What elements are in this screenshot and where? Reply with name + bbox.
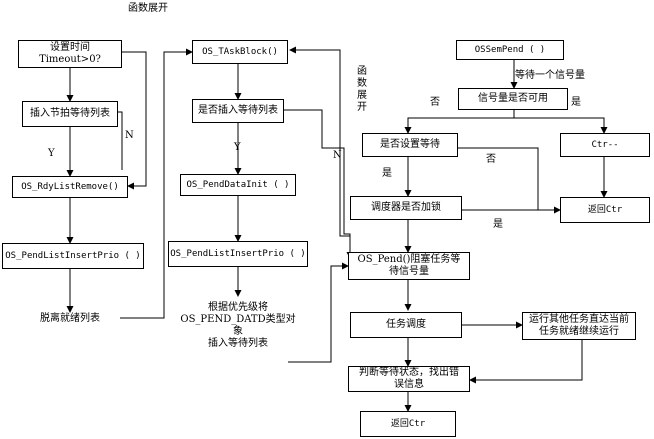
ctr-decrement-box: Ctr-- <box>560 133 650 157</box>
pend-list-insert-box-left: OS_PendListInsertPrio ( ) <box>2 243 144 269</box>
insert-tick-list-box: 插入节拍等待列表 <box>22 101 118 127</box>
no-label-left: N <box>125 130 134 141</box>
no-label-middle: N <box>333 150 342 161</box>
detach-ready-list-label: 脱离就绪列表 <box>40 313 100 324</box>
yes-label-middle: Y <box>234 142 241 153</box>
task-schedule-box: 任务调度 <box>350 312 462 338</box>
run-other-task-box: 运行其他任务直达当前 任务就绪继续运行 <box>522 312 636 340</box>
return-ctr-box-2: 返回Ctr <box>360 411 456 437</box>
rdy-list-remove-box: OS_RdyListRemove() <box>12 176 128 198</box>
task-block-box: OS_TAskBlock() <box>192 40 288 64</box>
pend-list-insert-box-middle: OS_PendListInsertPrio ( ) <box>168 241 308 267</box>
pend-data-init-box: OS_PendDataInit ( ) <box>180 174 296 196</box>
scheduler-locked-box: 调度器是否加锁 <box>350 196 462 220</box>
insert-wait-list-box: 是否插入等待列表 <box>192 99 284 123</box>
wait-semaphore-label: 等待一个信号量 <box>515 70 585 81</box>
function-expand-side-label: 函数展开 <box>357 66 367 113</box>
yes-label-sem: 是 <box>571 97 581 108</box>
no-label-set-wait: 否 <box>486 154 496 165</box>
sem-available-box: 信号量是否可用 <box>458 88 568 110</box>
set-wait-box: 是否设置等待 <box>362 133 458 157</box>
no-label-sem: 否 <box>430 97 440 108</box>
function-expand-top-label: 函数展开 <box>128 3 168 14</box>
judge-wait-status-box: 判断等待状态，找出错 误信息 <box>348 366 470 392</box>
priority-insert-note: 根据优先级将 OS_PEND_DATD类型对象 插入等待列表 <box>180 302 296 349</box>
os-pend-box: OS_Pend()阻塞任务等 待信号量 <box>348 252 470 280</box>
set-timeout-box: 设置时间 Timeout>0? <box>18 40 122 68</box>
return-ctr-box-1: 返回Ctr <box>560 197 650 223</box>
sem-pend-box: OSSemPend ( ) <box>456 40 564 60</box>
yes-label-set-wait: 是 <box>382 168 392 179</box>
yes-label-left: Y <box>48 148 55 159</box>
yes-label-sched: 是 <box>493 219 503 230</box>
